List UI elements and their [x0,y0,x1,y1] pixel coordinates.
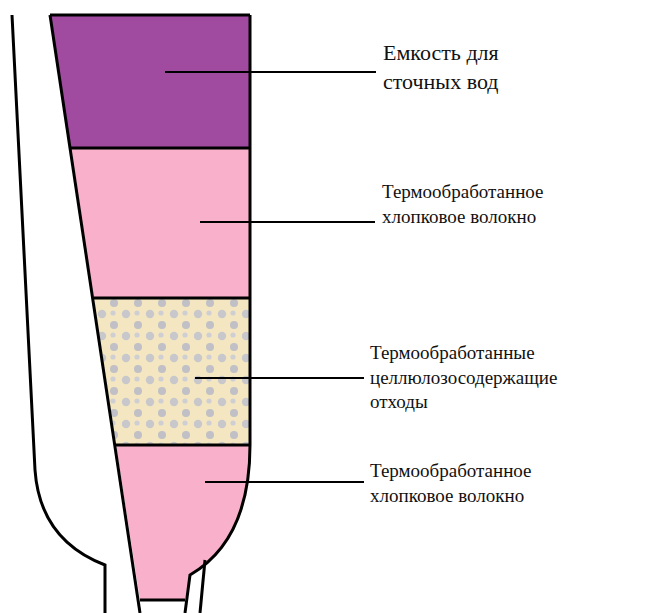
cellulose-waste-layer [94,298,251,445]
part-label: Емкость для сточных вод [383,39,553,96]
part-label: Термообработанное хлопковое волокно [370,459,590,508]
leader-lines [165,72,376,482]
cellulose-waste-texture [94,298,251,445]
cotton-fiber-layer-bottom [116,445,250,600]
wastewater-tank [50,15,250,148]
part-label: Термообработанное хлопковое волокно [382,180,602,229]
part-label: Термообработанные целлюлозосодержащие от… [370,341,590,415]
